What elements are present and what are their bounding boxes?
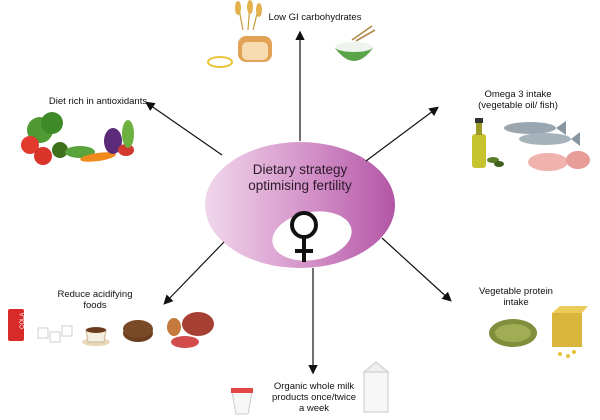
acidifying-foods-illustration: COLA bbox=[8, 309, 214, 348]
label-vegetable-protein: Vegetable protein intake bbox=[456, 286, 576, 308]
label-omega3-intake: Omega 3 intake (vegetable oil/ fish) bbox=[458, 89, 578, 111]
milk-products-illustration bbox=[231, 361, 390, 415]
label-vegetable-protein-line-1: Vegetable protein bbox=[479, 286, 553, 297]
arrow-top-left bbox=[145, 101, 223, 156]
center-title: Dietary strategy optimising fertility bbox=[230, 162, 370, 194]
label-antioxidants: Diet rich in antioxidants bbox=[48, 96, 148, 107]
cola-can-label: COLA bbox=[20, 313, 26, 329]
label-reduce-acidifying-line-2: foods bbox=[83, 300, 107, 311]
label-reduce-acidifying-line-1: Reduce acidifying bbox=[57, 289, 133, 300]
label-vegetable-protein-line-2: intake bbox=[503, 297, 529, 308]
female-symbol-icon bbox=[290, 211, 318, 262]
arrow-bottom-right bbox=[381, 237, 452, 302]
label-omega3-line-2: (vegetable oil/ fish) bbox=[478, 100, 558, 111]
label-reduce-acidifying: Reduce acidifying foods bbox=[40, 289, 150, 311]
center-title-line-1: Dietary strategy bbox=[252, 162, 348, 177]
omega3-illustration bbox=[472, 118, 590, 171]
arrow-bottom-left bbox=[163, 241, 225, 305]
center-title-line-2: optimising fertility bbox=[248, 178, 352, 193]
carbohydrates-illustration bbox=[207, 0, 376, 68]
label-organic-milk: Organic whole milk products once/twice a… bbox=[258, 381, 370, 414]
label-organic-milk-line-2: products once/twice bbox=[272, 392, 356, 403]
antioxidants-illustration bbox=[21, 112, 134, 165]
vegetable-protein-illustration bbox=[489, 306, 588, 358]
branch-arrows bbox=[145, 30, 452, 375]
arrow-top-right bbox=[365, 106, 439, 162]
label-organic-milk-line-3: a week bbox=[298, 403, 330, 414]
label-low-gi-carbohydrates: Low GI carbohydrates bbox=[268, 12, 362, 23]
label-omega3-line-1: Omega 3 intake bbox=[484, 89, 552, 100]
label-organic-milk-line-1: Organic whole milk bbox=[273, 381, 355, 392]
